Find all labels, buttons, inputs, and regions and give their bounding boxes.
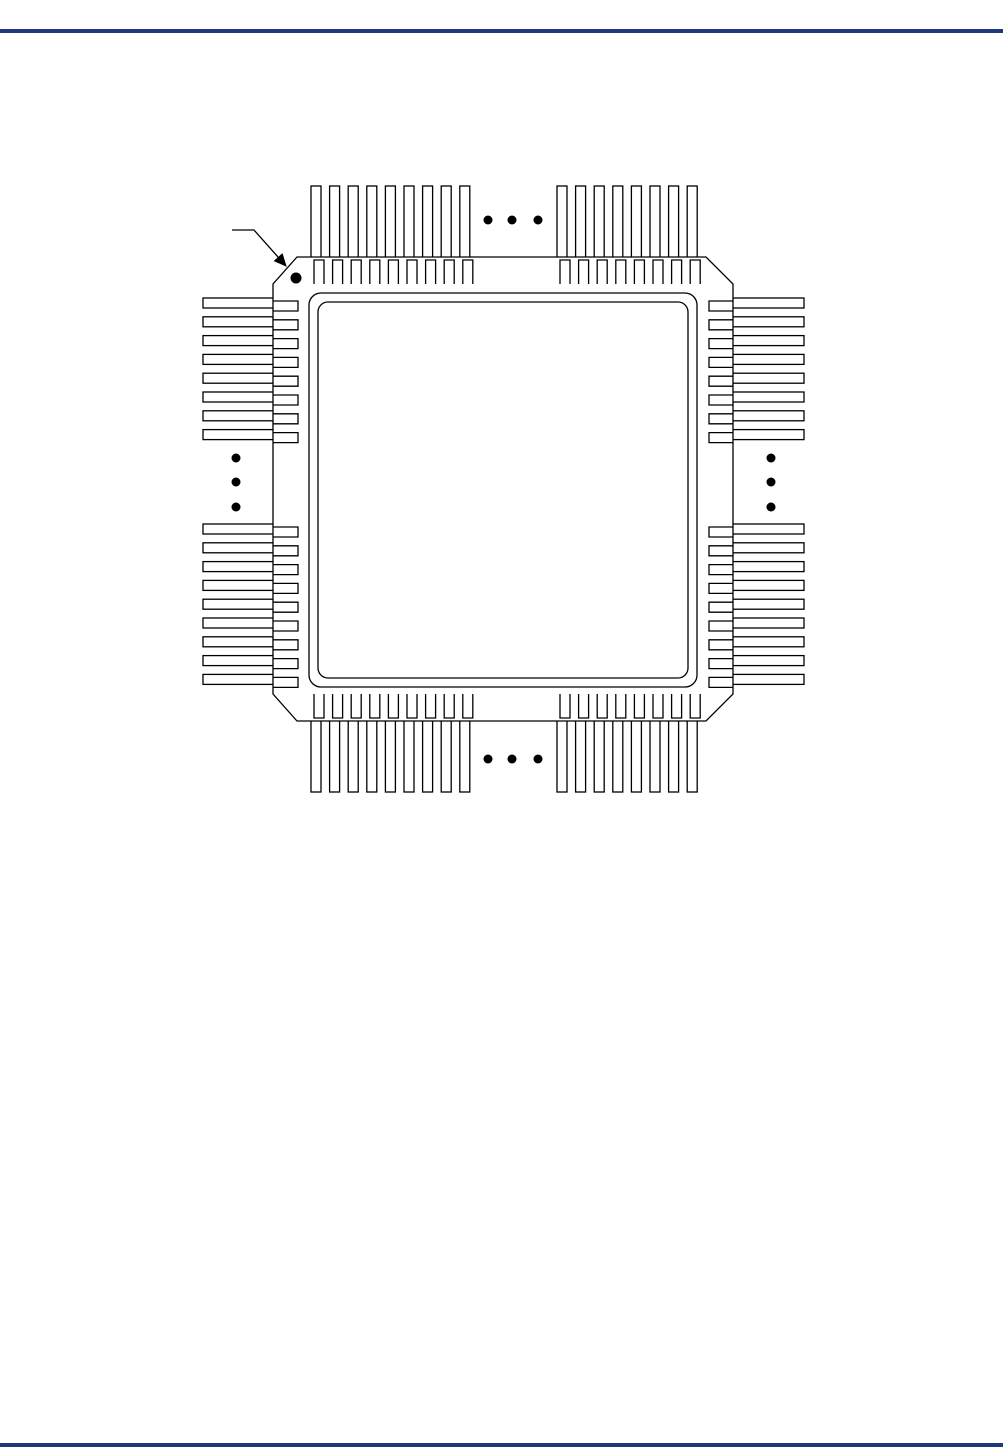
- ellipsis-dot-bottom: [484, 755, 493, 764]
- pin-1-arrow: [232, 230, 286, 266]
- ellipsis-dot-bottom: [508, 755, 517, 764]
- package-body-layer: [273, 257, 733, 721]
- ellipsis-dot-top: [508, 216, 517, 225]
- ellipsis-dot-top: [484, 216, 493, 225]
- ellipsis-dot-right: [767, 478, 776, 487]
- ellipsis-dot-left: [232, 454, 241, 463]
- ellipsis-dot-right: [767, 503, 776, 512]
- ellipsis-dot-left: [232, 503, 241, 512]
- ellipsis-dot-bottom: [534, 755, 543, 764]
- ellipsis-dot-left: [232, 478, 241, 487]
- ellipsis-dot-right: [767, 454, 776, 463]
- ellipsis-dot-top: [534, 216, 543, 225]
- die-outline-inner: [318, 302, 688, 678]
- pin-1-dot: [291, 273, 302, 284]
